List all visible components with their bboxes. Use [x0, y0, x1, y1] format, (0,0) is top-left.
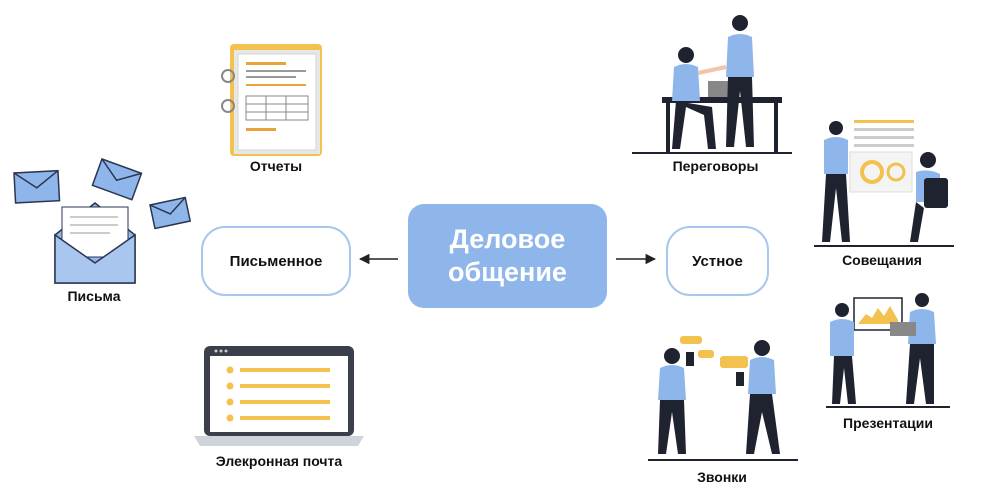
caption-negotiations: Переговоры: [672, 158, 759, 174]
laptop-email-icon: [194, 346, 364, 446]
presentation-people-icon: [826, 293, 950, 408]
caption-presentations: Презентации: [843, 415, 933, 431]
report-binder-icon: [221, 44, 322, 156]
oral-label: Устное: [692, 252, 743, 270]
caption-calls: Звонки: [697, 469, 747, 485]
written-label: Письменное: [229, 252, 323, 270]
central-title-line1: Деловое: [449, 224, 566, 254]
calls-people-icon: [648, 336, 798, 461]
meeting-people-icon: [814, 120, 954, 247]
negotiation-people-icon: [632, 15, 792, 154]
caption-meetings: Совещания: [842, 252, 922, 268]
caption-email: Элекронная почта: [215, 453, 343, 469]
caption-reports: Отчеты: [249, 158, 303, 174]
central-node: Деловое общение: [408, 204, 607, 308]
envelopes-icon: [13, 158, 192, 284]
caption-letters: Письма: [67, 288, 121, 304]
central-title-line2: общение: [448, 257, 567, 287]
oral-node: Устное: [666, 226, 769, 296]
written-node: Письменное: [201, 226, 351, 296]
